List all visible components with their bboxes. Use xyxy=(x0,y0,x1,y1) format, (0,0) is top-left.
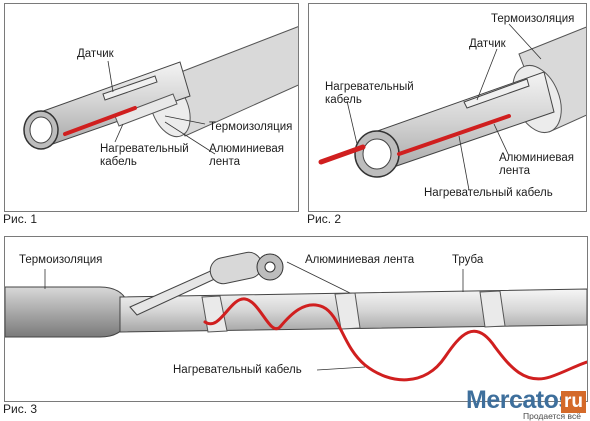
figure-3-drawing xyxy=(5,251,587,382)
fig3-pipe-label: Труба xyxy=(452,254,484,266)
watermark-tagline: Продается всё xyxy=(523,411,581,421)
tape-roll-core xyxy=(264,261,276,273)
fig3-cable-label: Нагревательный кабель xyxy=(173,364,302,376)
figure-3-panel: Термоизоляция Алюминиевая лента Труба На… xyxy=(4,236,588,402)
sensor-rod xyxy=(102,75,158,101)
fig2-cable-label-line1: Нагревательный xyxy=(325,81,414,93)
aluminium-band-3 xyxy=(479,290,506,328)
heating-cable xyxy=(63,106,137,136)
fig2-tape-label-line2: лента xyxy=(499,165,530,177)
fig1-tape-label-line1: Алюминиевая xyxy=(209,143,284,155)
figure-1-caption: Рис. 1 xyxy=(3,212,38,226)
figure-2-drawing xyxy=(318,23,586,191)
heating-cable xyxy=(203,297,587,382)
pipe-end-inner xyxy=(362,138,392,170)
fig1-tape-label-line2: лента xyxy=(209,156,240,168)
fig2-cable-label-line2: кабель xyxy=(325,94,362,106)
aluminium-band-2 xyxy=(334,292,361,330)
watermark-brand: Mercatos xyxy=(466,386,572,414)
figure-2-panel: Термоизоляция Датчик Нагревательный кабе… xyxy=(308,3,587,212)
fig1-cable-label-line2: кабель xyxy=(100,156,137,168)
sensor-rod xyxy=(463,78,530,109)
fig1-insulation-label: Термоизоляция xyxy=(209,121,293,133)
watermark-domain-badge: ru xyxy=(561,391,586,413)
fig1-cable-label-line1: Нагревательный xyxy=(100,143,189,155)
fig2-insulation-label: Термоизоляция xyxy=(491,13,575,25)
insulation-sleeve xyxy=(5,286,131,338)
fig2-cable-full-label: Нагревательный кабель xyxy=(424,187,553,199)
heating-cable xyxy=(397,114,511,156)
tape-holder xyxy=(209,251,263,285)
figure-3-caption: Рис. 3 xyxy=(3,402,38,416)
pipe-end-inner xyxy=(29,116,53,144)
aluminium-tape xyxy=(114,93,178,127)
fig1-sensor-label: Датчик xyxy=(77,48,114,60)
heating-cable-front xyxy=(318,144,366,165)
fig2-tape-label-line1: Алюминиевая xyxy=(499,152,574,164)
fig3-insulation-label: Термоизоляция xyxy=(19,254,103,266)
figure-2-caption: Рис. 2 xyxy=(307,212,342,226)
fig2-sensor-label: Датчик xyxy=(469,38,506,50)
figure-1-panel: Датчик Термоизоляция Нагревательный кабе… xyxy=(4,3,299,212)
figure-1-drawing xyxy=(23,26,298,155)
fig3-tape-label: Алюминиевая лента xyxy=(305,254,415,266)
